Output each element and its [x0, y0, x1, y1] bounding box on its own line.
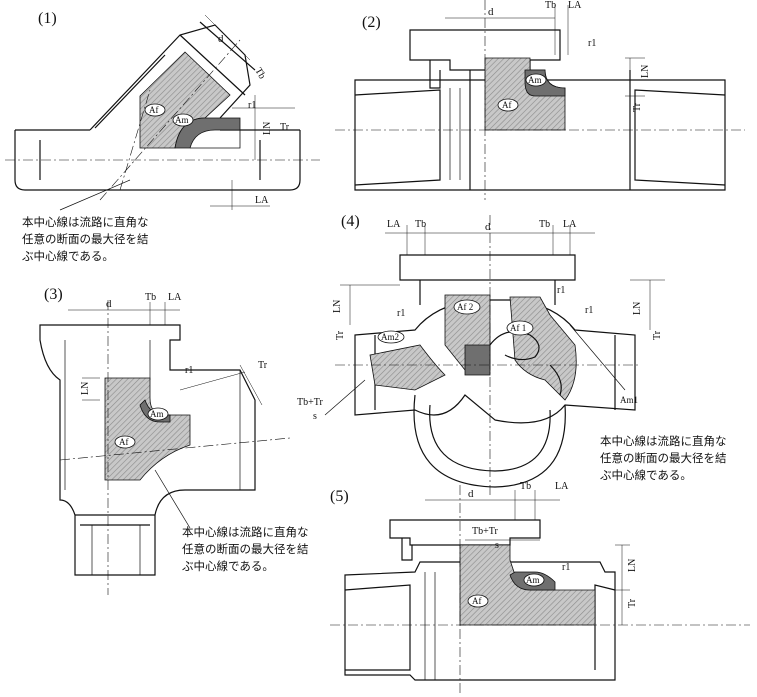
fig1-label-d: d [218, 33, 224, 45]
fig4-label-la-left: LA [387, 219, 401, 230]
fig4-ellipse-am2: Am2 [377, 330, 405, 344]
fig2-label-la: LA [568, 0, 582, 11]
fig3-label-ln: LN [80, 382, 91, 395]
fig5-ellipse-am: Am [523, 573, 545, 587]
figure-3: (3) Af [0, 280, 309, 600]
fig2-label-d: d [488, 6, 494, 18]
fig3-ellipse-af: Af [114, 435, 136, 449]
fig3-label-d: d [106, 298, 112, 310]
fig4-label-am1: Am1 [620, 395, 638, 405]
fig4-label-tr-right: Tr [652, 330, 663, 340]
fig4-note-line2: 任意の断面の最大径を結 [600, 451, 727, 465]
fig5-label-tbtr: Tb+Tr [472, 526, 499, 537]
fig5-label-tr: Tr [627, 598, 638, 608]
fig1-note-line1: 本中心線は流路に直角な [22, 215, 149, 229]
fig5-label-s: s [495, 540, 499, 551]
fig1-label-ln: LN [262, 122, 273, 135]
fig5-label-la: LA [555, 481, 569, 492]
fig3-label-am: Am [150, 409, 164, 419]
figure-1: (1) [0, 0, 330, 263]
fig2-label-r1: r1 [588, 38, 596, 49]
fig3-label-tb: Tb [145, 292, 156, 303]
fig2-label-af: Af [502, 100, 512, 110]
fig3-note-line1: 本中心線は流路に直角な [182, 525, 309, 539]
figure-4: (4) [295, 205, 757, 495]
fig4-label-d: d [485, 221, 491, 233]
figure-5-number: (5) [330, 488, 349, 505]
fig3-af-area [104, 377, 191, 481]
fig4-label-s: s [313, 411, 317, 422]
fig3-note: 本中心線は流路に直角な 任意の断面の最大径を結 ぶ中心線である。 [182, 524, 309, 575]
fig1-ellipse-am: Am [172, 113, 194, 127]
fig5-ellipse-af: Af [467, 594, 489, 608]
fig4-label-la-right: LA [563, 219, 577, 230]
fig4-ellipse-af2: Af 2 [453, 299, 481, 315]
fig4-label-r1-left: r1 [397, 308, 405, 319]
fig5-label-d: d [468, 488, 474, 500]
fig2-ellipse-am: Am [525, 73, 547, 87]
figure-1-number: (1) [38, 10, 57, 27]
figure-4-number: (4) [341, 213, 360, 230]
fig5-label-af: Af [472, 596, 482, 606]
fig5-label-tb: Tb [520, 481, 531, 492]
fig4-ellipse-af1: Af 1 [506, 320, 534, 336]
fig5-label-r1: r1 [562, 562, 570, 573]
fig2-ellipse-af: Af [497, 98, 519, 112]
fig1-note-line3: ぶ中心線である。 [22, 249, 114, 263]
figure-3-number: (3) [44, 286, 63, 303]
fig1-label-am: Am [175, 115, 189, 125]
fig3-ellipse-am: Am [147, 407, 169, 421]
fig1-label-r1: r1 [248, 100, 256, 111]
fig4-label-tr-left: Tr [335, 330, 346, 340]
fig4-label-ln-right: LN [632, 302, 643, 315]
fig3-note-line2: 任意の断面の最大径を結 [182, 542, 309, 556]
fig4-note-line1: 本中心線は流路に直角な [600, 434, 727, 448]
figure-2-number: (2) [362, 14, 381, 31]
fig4-note: 本中心線は流路に直角な 任意の断面の最大径を結 ぶ中心線である。 [600, 433, 727, 484]
fig1-label-tb: Tb [252, 66, 267, 81]
figure-1-drawing: Af Am d Tb r1 LN Tr LA [5, 14, 320, 211]
fig3-label-af: Af [119, 437, 129, 447]
fig4-label-r1-right2: r1 [585, 305, 593, 316]
fig4-af1-area [509, 296, 577, 401]
fig2-label-ln: LN [640, 65, 651, 78]
fig4-label-af2: Af 2 [457, 302, 473, 312]
fig5-label-am: Am [526, 575, 540, 585]
figure-5-drawing: Af Am d Tb LA Tb+Tr s r1 LN Tr [330, 481, 750, 695]
fig4-label-tb-right: Tb [539, 219, 550, 230]
fig4-label-tbtr: Tb+Tr [297, 397, 324, 408]
fig3-label-r1: r1 [185, 365, 193, 376]
figure-4-drawing: Af 2 Af 1 Am2 LA Tb d Tb LA LN Tr r1 r1 … [297, 215, 665, 495]
fig5-label-ln: LN [627, 559, 638, 572]
fig1-note: 本中心線は流路に直角な 任意の断面の最大径を結 ぶ中心線である。 [22, 214, 149, 265]
fig1-label-af: Af [149, 105, 159, 115]
fig4-label-tb-left: Tb [415, 219, 426, 230]
figure-2: (2) [330, 0, 750, 200]
fig3-label-tr: Tr [258, 360, 268, 371]
fig3-label-la: LA [168, 292, 182, 303]
fig4-label-ln-left: LN [332, 300, 343, 313]
fig1-note-line2: 任意の断面の最大径を結 [22, 232, 149, 246]
fig4-label-af1: Af 1 [510, 323, 526, 333]
fig2-label-tb: Tb [545, 0, 556, 11]
fig1-ellipse-af: Af [144, 103, 166, 117]
fig2-label-tr: Tr [632, 102, 643, 112]
figure-2-drawing: Af Am d Tb LA r1 LN Tr [335, 0, 745, 200]
fig4-label-am2: Am2 [381, 332, 399, 342]
fig1-label-la: LA [255, 195, 269, 206]
fig4-label-r1-right: r1 [557, 285, 565, 296]
fig1-label-tr: Tr [280, 122, 290, 133]
fig2-label-am: Am [528, 75, 542, 85]
fig4-note-line3: ぶ中心線である。 [600, 468, 692, 482]
figure-3-drawing: Af Am d Tb LA r1 Tr LN [39, 292, 291, 595]
fig3-note-line3: ぶ中心線である。 [182, 559, 274, 573]
figure-5: (5) Af [330, 480, 750, 695]
